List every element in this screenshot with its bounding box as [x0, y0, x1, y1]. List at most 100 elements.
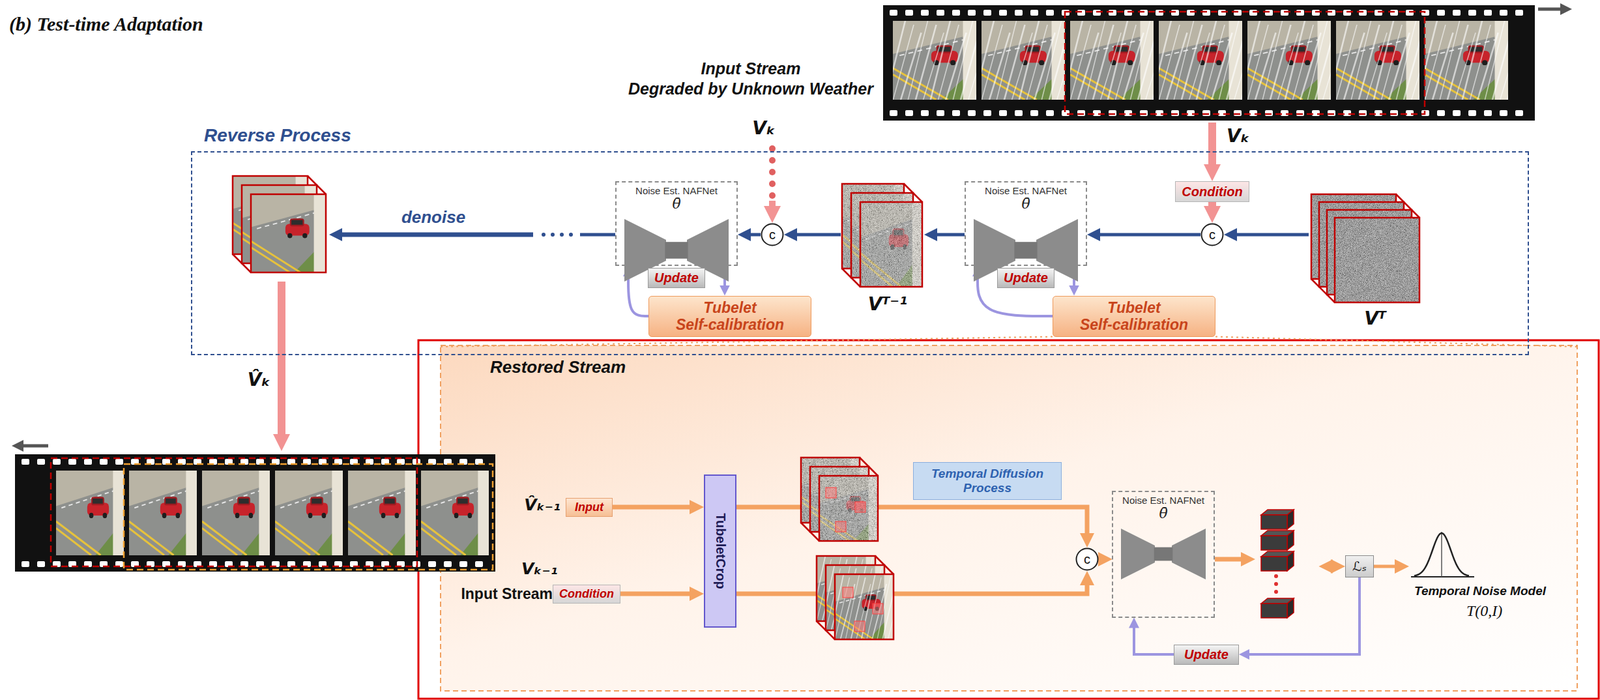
sprocket-hole: [37, 561, 45, 568]
tubelet-side: [1287, 551, 1294, 571]
scene: [250, 194, 326, 273]
bottleneck-shape: [1154, 546, 1174, 561]
sprocket-hole: [1311, 110, 1320, 117]
node-label: Input: [574, 500, 604, 515]
sprocket-hole: [1280, 110, 1289, 117]
film-strip: [883, 5, 1536, 121]
bell-mean: [1440, 531, 1443, 577]
sprocket-hole: [84, 458, 92, 465]
condition-arrow: [1208, 122, 1217, 167]
sprocket-hole: [21, 458, 30, 465]
rain: [1416, 16, 1536, 104]
sprocket-hole: [99, 458, 108, 465]
update-tag: Update: [1173, 644, 1239, 665]
scene: [129, 470, 197, 556]
sprocket-hole: [1249, 9, 1258, 16]
sprocket-hole: [1014, 9, 1023, 16]
sprocket-hole: [1077, 110, 1086, 117]
sprocket-hole: [1139, 110, 1148, 117]
stream-direction: [22, 444, 49, 448]
ellipsis-dot: [1274, 581, 1279, 586]
video-frame: [275, 470, 343, 556]
sprocket-hole: [1092, 9, 1101, 16]
node-label: Condition: [1181, 184, 1243, 200]
sprocket-hole: [459, 561, 468, 568]
node-label: θ̄: [1021, 196, 1030, 212]
sprocket-hole: [999, 9, 1007, 16]
window-box: [123, 464, 493, 570]
sprocket-hole: [1358, 110, 1367, 117]
output-tubelet: [1261, 598, 1294, 618]
ellipsis-dot: [769, 168, 776, 176]
film-strip: [14, 454, 496, 572]
sprocket-hole: [983, 110, 992, 117]
ellipsis-dot: [550, 232, 555, 237]
node-label: ℒₛ: [1352, 558, 1367, 575]
sprocket-hole: [967, 9, 976, 16]
connector: [612, 505, 691, 510]
scene: [819, 475, 878, 541]
video-frame: [819, 475, 878, 541]
sprocket-hole: [1327, 9, 1336, 16]
tubelet-front: [1261, 556, 1288, 571]
sprocket-hole: [936, 9, 945, 16]
figure-title: (b) Test-time Adaptation: [9, 13, 204, 36]
noise: [819, 475, 878, 541]
video-volume: [232, 175, 326, 273]
sprocket-hole: [1218, 9, 1226, 16]
condition-tag: Condition: [1175, 181, 1250, 203]
node-label: θ̄: [671, 196, 681, 212]
frame-border: [834, 574, 894, 640]
tubelet-front: [1261, 603, 1288, 618]
scene: [56, 470, 124, 556]
stream-caption: Input Stream: [460, 585, 553, 603]
node-label: Condition: [559, 587, 614, 601]
noise: [1334, 217, 1420, 303]
connector: [1208, 202, 1217, 208]
tubelet-side: [1287, 598, 1294, 618]
math-symbol: Vᵀ: [1364, 307, 1387, 330]
circle-shape: [1076, 548, 1099, 571]
connector: [1134, 626, 1174, 655]
sprocket-hole: [1077, 9, 1086, 16]
sprocket-hole: [1311, 9, 1320, 16]
flow-arrow: [1235, 233, 1309, 237]
concat-circle: c: [1075, 547, 1099, 571]
sprocket-hole: [1280, 9, 1289, 16]
node-label: c: [1208, 228, 1216, 242]
math-symbol: Vₖ: [752, 117, 775, 139]
connector: [736, 507, 1088, 535]
ellipsis-dot: [1274, 589, 1279, 594]
sprocket-hole: [1139, 9, 1148, 16]
ellipsis-dot: [769, 157, 776, 164]
bell-axis: [1410, 576, 1475, 578]
zoom-line: [440, 336, 1053, 348]
sprocket-hole: [920, 110, 929, 117]
sprocket-hole: [1483, 9, 1492, 16]
output-tubelet: [1261, 509, 1294, 530]
node-label: c: [769, 228, 776, 242]
video-frame: [56, 470, 124, 556]
sprocket-hole: [1108, 110, 1117, 117]
video-volume: [842, 183, 923, 287]
sprocket-hole: [1374, 9, 1383, 16]
tubelet-mark: [842, 587, 854, 598]
denoise-arrow: [340, 232, 534, 238]
scene: [348, 470, 416, 556]
node-label: Tubelet Self-calibration: [675, 299, 785, 334]
sprocket-hole: [1124, 9, 1133, 16]
tubelet-volume: [810, 552, 914, 643]
sprocket-hole: [1327, 110, 1336, 117]
sprocket-hole: [1218, 110, 1226, 117]
node-label: Noise Est. NAFNet: [1122, 494, 1205, 506]
sprocket-hole: [1452, 9, 1461, 16]
sprocket-hole: [428, 561, 437, 568]
math-symbol: T(0,I): [1466, 602, 1503, 620]
ellipsis-dot: [1274, 574, 1279, 579]
condition-arrow: [769, 200, 776, 208]
input-tag: Input: [565, 497, 613, 517]
video-frame: [1416, 16, 1536, 104]
tubelet-volume: [800, 457, 878, 541]
frame-border: [819, 475, 878, 541]
sprocket-hole: [999, 110, 1007, 117]
